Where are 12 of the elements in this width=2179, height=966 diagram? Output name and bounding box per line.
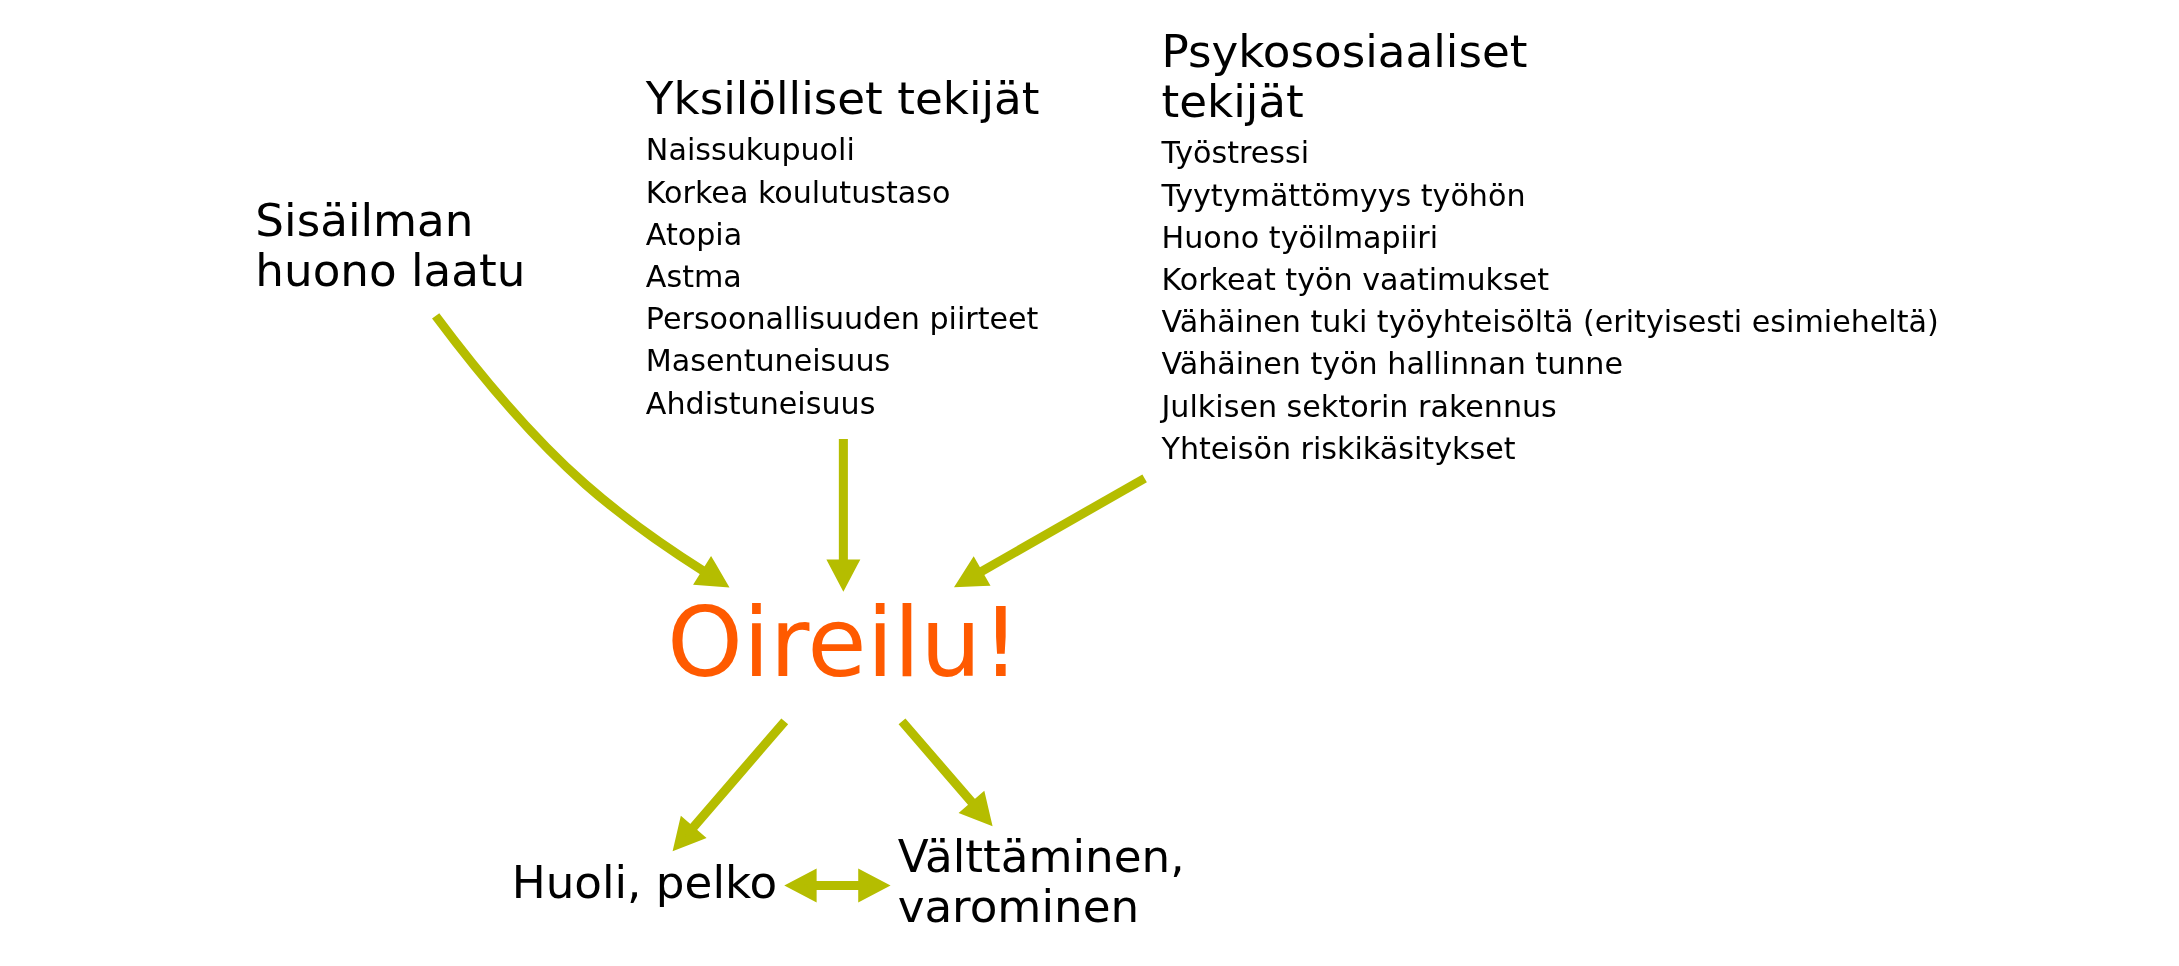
arrow — [432, 313, 730, 588]
arrow — [826, 438, 861, 592]
node-text: Huoli, pelko — [511, 855, 778, 909]
arrow — [898, 718, 993, 827]
node-text: Oireilu! — [666, 586, 1021, 700]
arrow — [672, 718, 789, 852]
arrow — [784, 868, 891, 903]
node-text: Sisäilman huono laatu — [255, 193, 526, 297]
node-text: Välttäminen, varominen — [897, 829, 1185, 933]
arrow — [954, 474, 1147, 588]
node-text: Psykososiaaliset tekijät Työstressi Tyytymättömyys työhön Huono työilmapiiri Korkeat työn vaatimukset Vähäinen tuki työyhteisöltä (erityisesti esimieheltä) Vähäinen työn hallinnan tunne Julkisen sektorin rakennus Yhteisön riskikäsitykset — [1161, 24, 1939, 466]
node-text: Yksilölliset tekijät Naissukupuoli Korkea koulutustaso Atopia Astma Persoonallisuuden piirteet Masentuneisuus Ahdistuneisuus — [645, 71, 1040, 421]
